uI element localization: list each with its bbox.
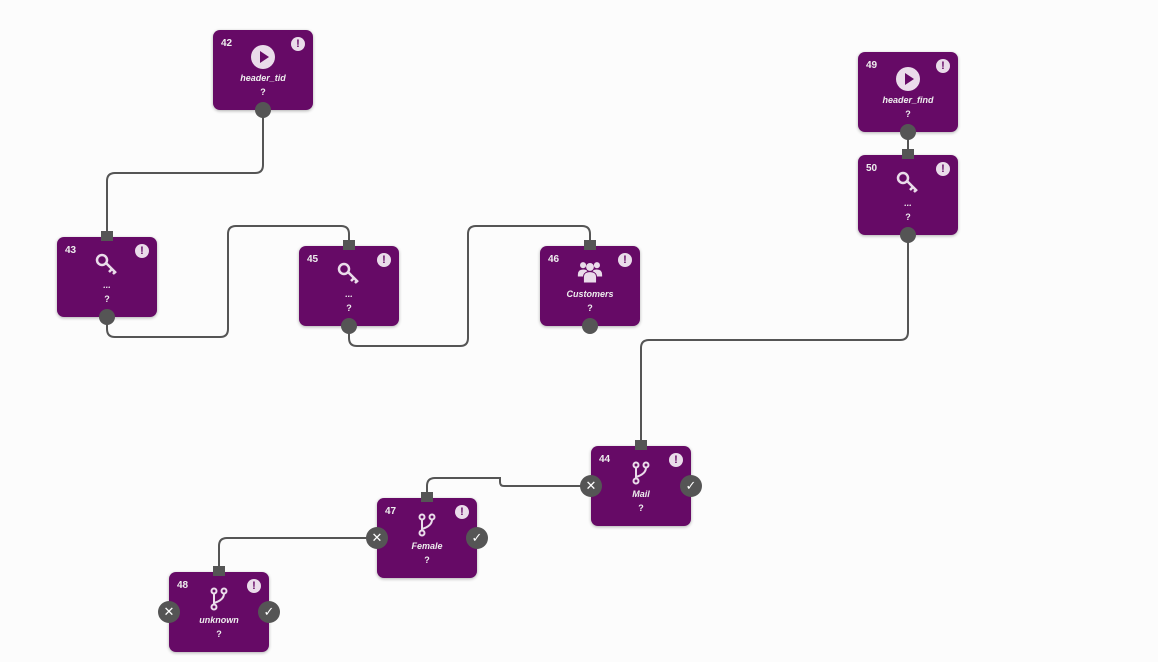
users-icon — [577, 260, 603, 286]
branch-icon — [206, 586, 232, 612]
warning-icon[interactable]: ! — [135, 244, 149, 258]
false-port-close-icon[interactable]: ✕ — [366, 527, 388, 549]
output-port[interactable] — [341, 318, 357, 334]
warning-icon[interactable]: ! — [247, 579, 261, 593]
node-id: 49 — [866, 60, 878, 71]
branch-icon — [628, 460, 654, 486]
branch-icon — [414, 512, 440, 538]
node-43[interactable]: 43 ! ... ? — [57, 231, 157, 325]
node-value: ? — [104, 294, 110, 304]
warning-icon[interactable]: ! — [618, 253, 632, 267]
node-44[interactable]: 44 ! Mail ? ✕ ✓ — [580, 440, 702, 526]
key-icon — [336, 260, 362, 286]
warning-icon[interactable]: ! — [936, 59, 950, 73]
output-port[interactable] — [99, 309, 115, 325]
edge-44-47 — [426, 477, 591, 498]
node-value: ? — [905, 212, 911, 222]
node-label: ... — [345, 289, 353, 299]
node-value: ? — [587, 303, 593, 313]
node-id: 46 — [548, 254, 560, 265]
key-icon — [94, 251, 120, 277]
node-label: header_find — [882, 95, 934, 105]
node-label: Customers — [566, 289, 614, 299]
node-id: 43 — [65, 245, 77, 256]
node-49[interactable]: 49 ! header_find ? — [858, 52, 958, 140]
edge-43-45 — [106, 225, 350, 338]
output-port[interactable] — [582, 318, 598, 334]
node-value: ? — [905, 109, 911, 119]
warning-icon[interactable]: ! — [377, 253, 391, 267]
node-label: ... — [904, 198, 912, 208]
false-port-close-icon[interactable]: ✕ — [580, 475, 602, 497]
edge-47-48 — [218, 537, 377, 572]
node-label: header_tid — [240, 73, 286, 83]
node-value: ? — [346, 303, 352, 313]
node-label: Female — [411, 541, 443, 551]
node-label: Mail — [632, 489, 650, 499]
output-port[interactable] — [900, 124, 916, 140]
node-id: 47 — [385, 506, 397, 517]
node-45[interactable]: 45 ! ... ? — [299, 240, 399, 334]
warning-icon[interactable]: ! — [455, 505, 469, 519]
node-value: ? — [424, 555, 430, 565]
node-id: 50 — [866, 163, 878, 174]
edge-50-44 — [640, 235, 909, 446]
true-port-check-icon[interactable]: ✓ — [466, 527, 488, 549]
input-port[interactable] — [584, 240, 596, 250]
false-port-close-icon[interactable]: ✕ — [158, 601, 180, 623]
node-50[interactable]: 50 ! ... ? — [858, 149, 958, 243]
node-id: 44 — [599, 454, 611, 465]
node-value: ? — [638, 503, 644, 513]
input-port[interactable] — [635, 440, 647, 450]
node-value: ? — [216, 629, 222, 639]
warning-icon[interactable]: ! — [291, 37, 305, 51]
node-value: ? — [260, 87, 266, 97]
node-48[interactable]: 48 ! unknown ? ✕ ✓ — [158, 566, 280, 652]
node-id: 42 — [221, 38, 233, 49]
input-port[interactable] — [421, 492, 433, 502]
output-port[interactable] — [900, 227, 916, 243]
input-port[interactable] — [101, 231, 113, 241]
node-46[interactable]: 46 ! Customers ? — [540, 240, 640, 334]
node-label: unknown — [199, 615, 239, 625]
node-id: 48 — [177, 580, 189, 591]
node-42[interactable]: 42 ! header_tid ? — [213, 30, 313, 118]
play-icon — [250, 44, 276, 70]
true-port-check-icon[interactable]: ✓ — [680, 475, 702, 497]
edge-45-46 — [348, 225, 591, 347]
warning-icon[interactable]: ! — [669, 453, 683, 467]
input-port[interactable] — [343, 240, 355, 250]
key-icon — [895, 169, 921, 195]
warning-icon[interactable]: ! — [936, 162, 950, 176]
node-id: 45 — [307, 254, 319, 265]
output-port[interactable] — [255, 102, 271, 118]
input-port[interactable] — [902, 149, 914, 159]
true-port-check-icon[interactable]: ✓ — [258, 601, 280, 623]
input-port[interactable] — [213, 566, 225, 576]
play-icon — [895, 66, 921, 92]
edge-42-43 — [106, 109, 264, 237]
node-label: ... — [103, 280, 111, 290]
node-47[interactable]: 47 ! Female ? ✕ ✓ — [366, 492, 488, 578]
